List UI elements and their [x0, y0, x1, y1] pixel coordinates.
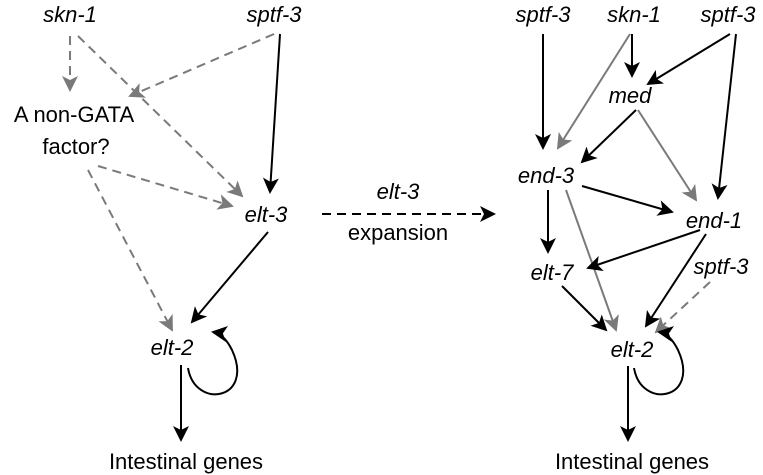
edge-sptf3lower-to-elt2	[654, 281, 711, 334]
node-sptf3-left: sptf-3	[246, 2, 302, 27]
edge-elt2-right-self-loop	[633, 326, 685, 396]
node-skn1-left: skn-1	[43, 2, 97, 27]
edge-skn1-to-elt3	[77, 35, 244, 198]
node-intestinal-left: Intestinal genes	[109, 449, 263, 474]
edge-nongata-to-elt2	[87, 169, 173, 332]
node-elt2-right: elt-2	[611, 337, 654, 362]
edge-nongata-to-elt3	[97, 165, 234, 210]
edge-sptf3-to-nongata	[128, 33, 275, 98]
node-sptf3-right-b: sptf-3	[700, 2, 756, 27]
edge-end1-to-elt7	[586, 229, 701, 272]
edge-elt2-self-loop	[187, 326, 239, 396]
edge-elt7-to-elt2	[561, 285, 608, 332]
edge-end3-to-end1	[581, 185, 674, 216]
node-skn1-right: skn-1	[607, 2, 661, 27]
edge-elt3-to-elt2	[190, 231, 269, 324]
transition: elt-3 expansion	[322, 179, 496, 245]
edge-med-to-end3	[580, 109, 637, 164]
right-network: sptf-3 skn-1 sptf-3 med end-3 end-1 elt-…	[515, 2, 756, 474]
left-network: skn-1 sptf-3 A non-GATA factor? elt-3 el…	[14, 2, 302, 474]
transition-label-elt3: elt-3	[377, 179, 421, 204]
node-elt2-left: elt-2	[151, 335, 194, 360]
node-elt3-left: elt-3	[245, 202, 289, 227]
node-med: med	[609, 83, 653, 108]
node-end1: end-1	[686, 208, 742, 233]
node-nongata-line2: factor?	[42, 134, 109, 159]
edge-med-to-end1	[637, 109, 698, 202]
node-elt7: elt-7	[531, 260, 575, 285]
edge-sptf3-to-elt3	[262, 33, 281, 194]
node-sptf3-right-a: sptf-3	[515, 2, 571, 27]
edge-skn1-to-end3	[556, 33, 631, 150]
node-intestinal-right: Intestinal genes	[555, 449, 709, 474]
edge-sptf3R-to-med	[646, 33, 731, 86]
edge-end1-to-elt2	[644, 233, 707, 328]
node-sptf3-right-lower: sptf-3	[693, 254, 749, 279]
node-nongata-line1: A non-GATA	[14, 102, 135, 127]
transition-label-expansion: expansion	[348, 220, 448, 245]
edge-sptf3R-to-end1	[711, 33, 737, 200]
node-end3: end-3	[518, 163, 575, 188]
